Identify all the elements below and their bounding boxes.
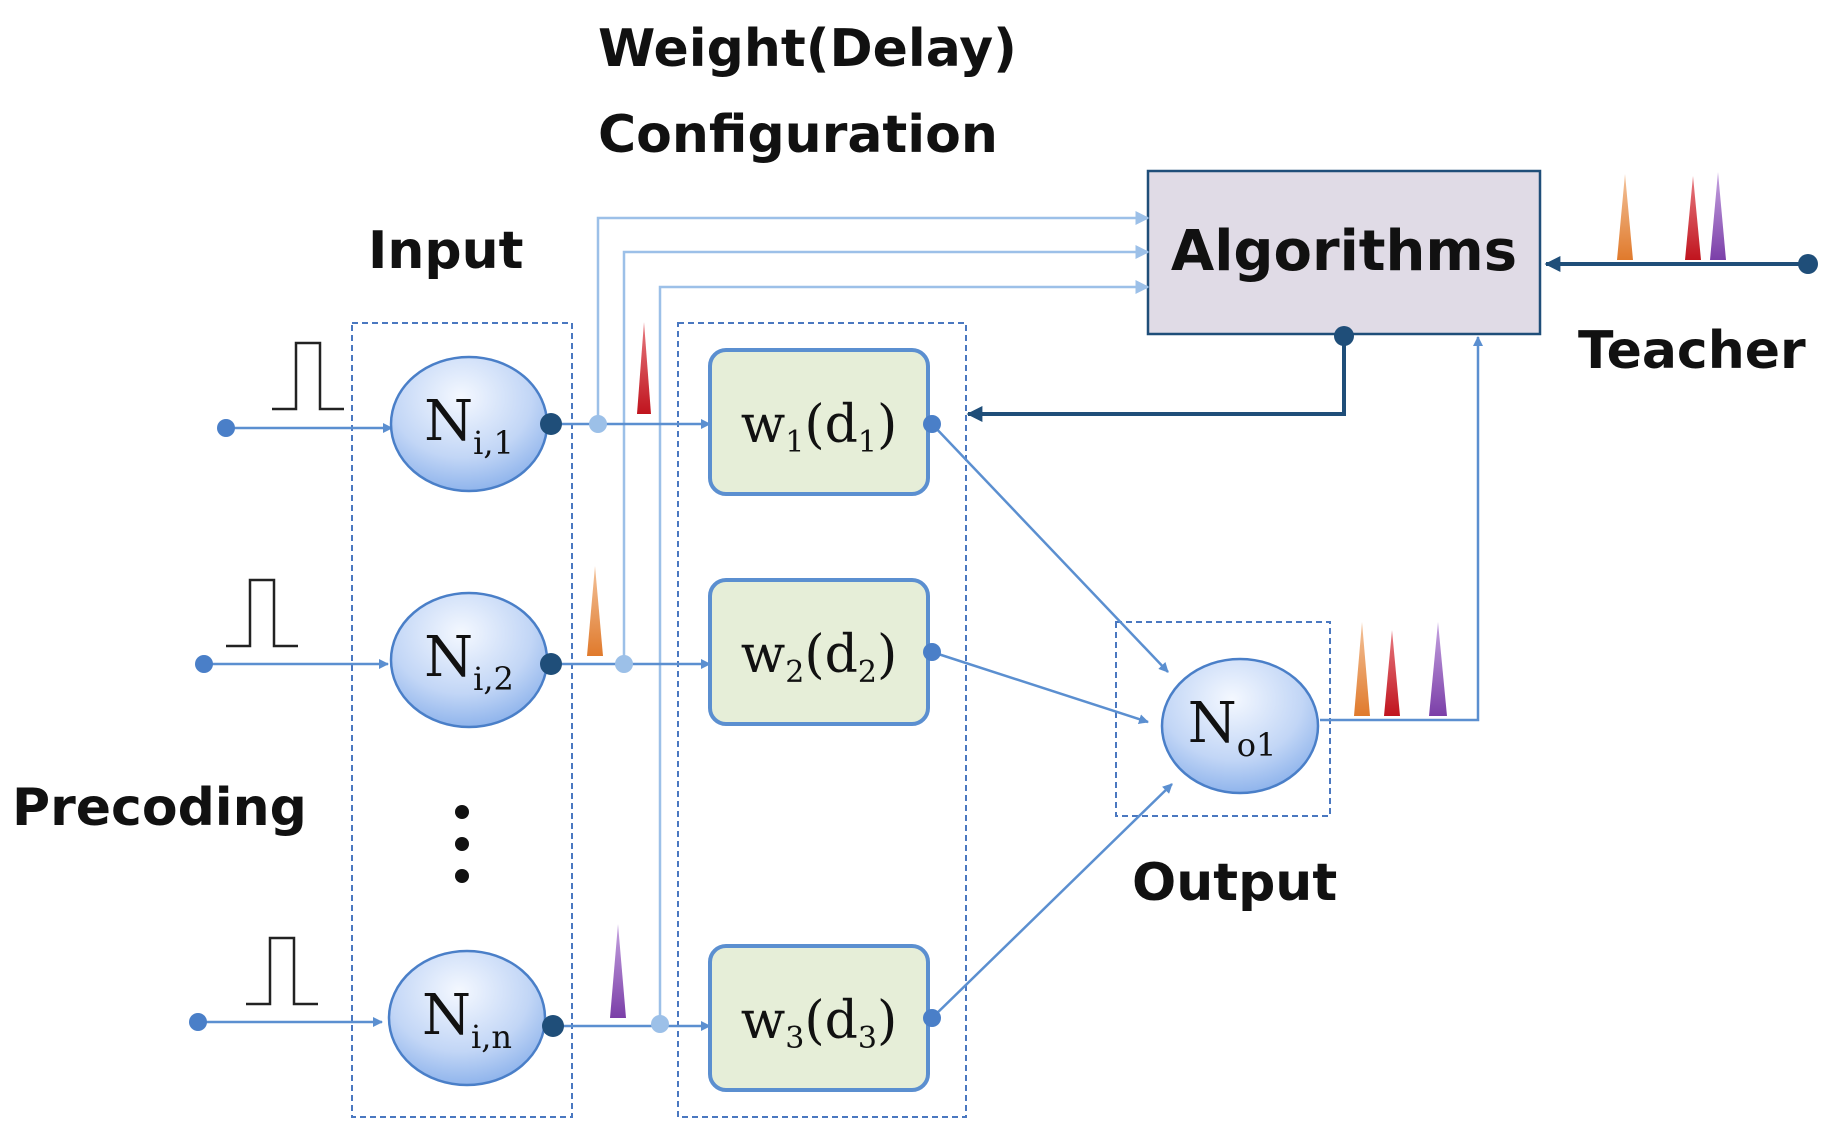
output-to-algorithms-line [1320, 336, 1483, 722]
svg-text:w1(d1): w1(d1) [741, 395, 898, 460]
weight-box-2: w2(d2) [708, 578, 941, 726]
delay-subscript: 2 [858, 655, 877, 690]
svg-text:Ni,1: Ni,1 [424, 389, 514, 462]
output-spike-orange [1354, 622, 1370, 716]
input-neuron-1: Ni,1 [389, 355, 562, 493]
pulse-icon [226, 578, 298, 648]
weight-symbol: w [741, 395, 786, 455]
ellipsis-icon [455, 805, 469, 883]
svg-text:w3(d3): w3(d3) [741, 991, 898, 1056]
output-spike-purple [1429, 622, 1447, 716]
weight-symbol: w [741, 625, 786, 685]
weight-to-output-lines [931, 423, 1173, 1019]
weight-layer-box [677, 322, 967, 1118]
pulse-icon [272, 341, 344, 411]
algorithms-box [1146, 169, 1542, 336]
algorithm-feedback-lines [596, 211, 1150, 1022]
delay-subscript: 1 [858, 425, 877, 460]
teacher-spike-purple [1710, 172, 1726, 260]
output-label: Output [1132, 853, 1337, 913]
precoding-input-2 [195, 578, 389, 673]
delay-symbol: d [825, 991, 858, 1051]
svg-text:No1: No1 [1188, 691, 1277, 764]
delay-symbol: d [825, 625, 858, 685]
precoding-input-n [189, 936, 383, 1031]
precoding-label: Precoding [12, 778, 307, 838]
title-line-2: Configuration [598, 105, 998, 165]
weight-box-3: w3(d3) [708, 944, 941, 1092]
teacher-input [1544, 172, 1818, 274]
delay-subscript: 3 [858, 1021, 877, 1056]
spike-purple-n [610, 924, 626, 1018]
spike-red-1 [637, 322, 651, 414]
teacher-spike-orange [1617, 174, 1633, 260]
weight-symbol: w [741, 991, 786, 1051]
weight-subscript: 1 [785, 425, 804, 460]
precoding-input-1 [217, 341, 393, 437]
svg-text:Ni,n: Ni,n [422, 983, 512, 1056]
weight-box-1: w1(d1) [708, 348, 941, 496]
delay-symbol: d [825, 395, 858, 455]
output-spike-red [1384, 630, 1400, 716]
algorithms-label: Algorithms [1171, 219, 1517, 284]
svg-text:Ni,2: Ni,2 [424, 625, 514, 698]
input-neuron-2: Ni,2 [389, 591, 562, 729]
teacher-spike-red [1685, 176, 1701, 260]
input-label: Input [368, 221, 523, 281]
output-neuron: No1 [1160, 657, 1320, 795]
title-line-1: Weight(Delay) [598, 19, 1017, 79]
weight-subscript: 2 [785, 655, 804, 690]
input-layer-box [351, 322, 573, 1118]
algorithms-to-weights-line [966, 326, 1354, 422]
svg-text:w2(d2): w2(d2) [741, 625, 898, 690]
pulse-icon [246, 936, 318, 1006]
input-neuron-n: Ni,n [387, 949, 564, 1087]
input-to-weight-lines [552, 415, 711, 1033]
teacher-label: Teacher [1578, 321, 1806, 381]
weight-subscript: 3 [785, 1021, 804, 1056]
spike-orange-2 [587, 566, 603, 656]
